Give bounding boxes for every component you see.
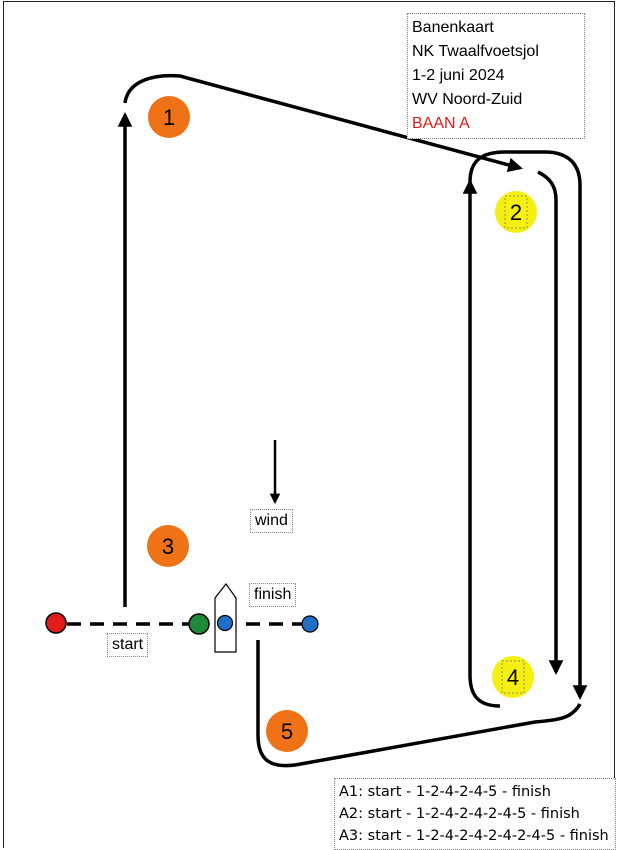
finish-boat-buoy <box>216 614 234 632</box>
svg-text:3: 3 <box>162 534 174 559</box>
finish-label: finish <box>249 583 297 607</box>
course-name: BAAN A <box>412 115 470 132</box>
route-2-to-4-outer <box>468 150 588 700</box>
svg-text:5: 5 <box>281 719 293 744</box>
mark-2: 2 <box>495 191 537 233</box>
course-a1: A1: start - 1-2-4-2-4-5 - finish <box>339 784 551 800</box>
mark-1: 1 <box>148 96 190 138</box>
route-1-to-2 <box>123 73 523 173</box>
start-label: start <box>107 633 149 657</box>
club-name: WV Noord-Zuid <box>412 91 523 108</box>
map-title: Banenkaart <box>412 19 494 36</box>
route-2-to-4-inner <box>537 170 564 675</box>
event-date: 1-2 juni 2024 <box>412 67 505 84</box>
svg-text:2: 2 <box>510 200 522 225</box>
svg-text:1: 1 <box>163 105 175 130</box>
mark-3: 3 <box>147 525 189 567</box>
event-name: NK Twaalfvoetsjol <box>412 43 539 60</box>
finish-pin-buoy <box>301 615 319 633</box>
course-legend: A1: start - 1-2-4-2-4-5 - finish A2: sta… <box>334 778 616 850</box>
route-4-to-2-inner <box>462 179 501 708</box>
svg-text:4: 4 <box>507 665 519 690</box>
page-border <box>3 1 615 848</box>
start-pin-buoy <box>45 612 67 634</box>
mark-5: 5 <box>266 710 308 752</box>
route-4-to-5-to-finish <box>256 640 582 768</box>
course-info-box: Banenkaart NK Twaalfvoetsjol 1-2 juni 20… <box>407 13 585 139</box>
course-a3: A3: start - 1-2-4-2-4-2-4-2-4-5 - finish <box>339 828 609 844</box>
start-committee-buoy <box>188 613 210 635</box>
wind-label: wind <box>250 509 293 533</box>
mark-4: 4 <box>492 656 534 698</box>
course-a2: A2: start - 1-2-4-2-4-2-4-5 - finish <box>339 806 580 822</box>
